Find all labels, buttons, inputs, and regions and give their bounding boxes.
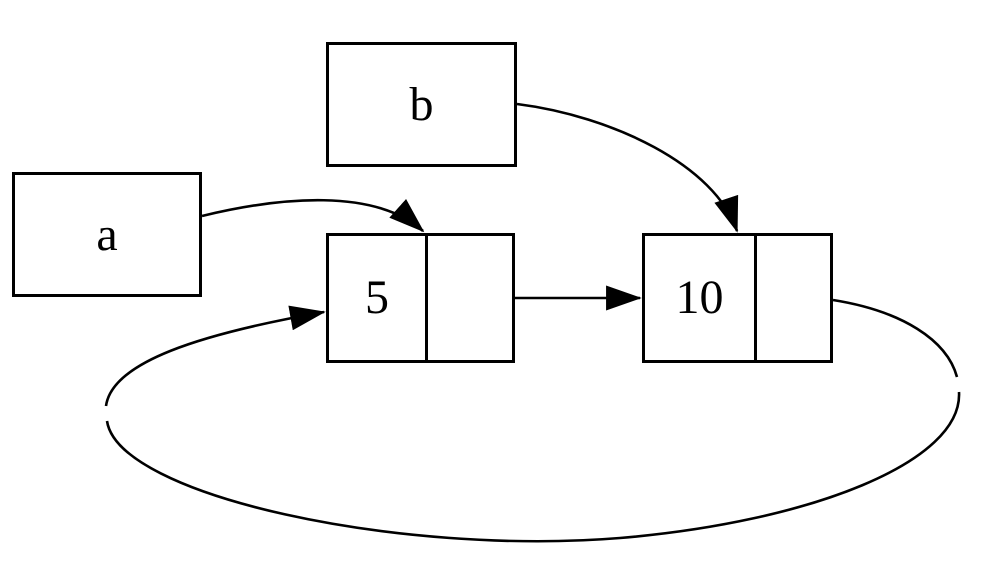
list-node-5: 5	[326, 233, 515, 363]
node5-next-cell	[428, 236, 512, 360]
variable-box-b-label: b	[409, 77, 434, 131]
node10-value: 10	[675, 271, 724, 324]
variable-box-a-label: a	[96, 207, 118, 261]
node10-value-cell: 10	[645, 236, 757, 360]
node5-value: 5	[365, 271, 389, 324]
variable-box-a: a	[12, 172, 202, 297]
node5-value-cell: 5	[329, 236, 428, 360]
edge-node10-loop-segment-3	[104, 305, 326, 407]
list-node-10: 10	[642, 233, 833, 363]
node10-next-cell	[757, 236, 830, 360]
edge-a-to-node5	[201, 198, 425, 233]
edge-b-to-node10	[516, 102, 739, 233]
edge-node10-loop-segment-2	[105, 391, 961, 543]
edge-node10-loop-segment-1	[832, 298, 959, 378]
variable-box-b: b	[326, 42, 517, 167]
